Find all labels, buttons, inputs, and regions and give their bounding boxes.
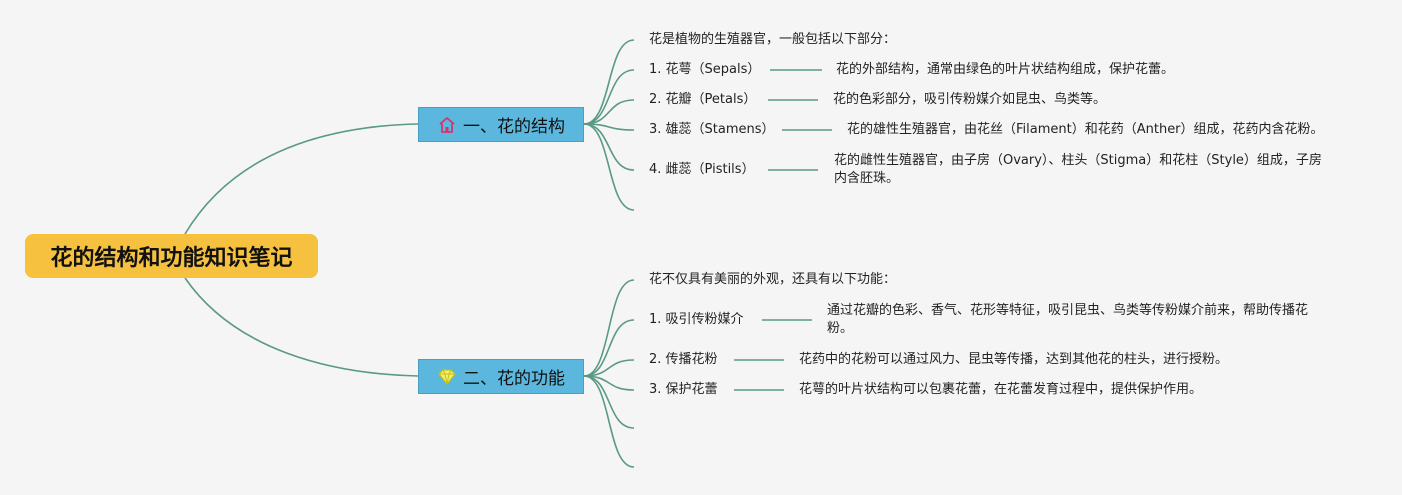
function-desc-protect: 花萼的叶片状结构可以包裹花蕾，在花蕾发育过程中，提供保护作用。 [799, 382, 1203, 397]
function-desc-attract: 通过花瓣的色彩、香气、花形等特征，吸引昆虫、鸟类等传粉媒介前来，帮助传播花粉。 [827, 303, 1309, 336]
connector-b1-item4 [583, 123, 635, 171]
structure-desc-stamens: 花的雄性生殖器官，由花丝（Filament）和花药（Anther）组成，花药内含… [847, 122, 1324, 137]
function-intro: 花不仅具有美丽的外观，还具有以下功能： [649, 272, 897, 287]
connector-b2-intro [583, 279, 635, 377]
structure-intro: 花是植物的生殖器官，一般包括以下部分： [649, 32, 897, 47]
function-item-protect[interactable]: 3. 保护花蕾 [649, 382, 718, 397]
structure-desc-pistils: 花的雌性生殖器官，由子房（Ovary）、柱头（Stigma）和花柱（Style）… [834, 153, 1322, 186]
branch-structure-label: 一、花的结构 [463, 117, 565, 137]
structure-desc-petals: 花的色彩部分，吸引传粉媒介如昆虫、鸟类等。 [833, 92, 1107, 107]
structure-item-petals[interactable]: 2. 花瓣（Petals） [649, 92, 757, 107]
connector-root-branch1 [184, 123, 419, 235]
branch-structure[interactable]: 一、花的结构 [418, 107, 584, 142]
connector-root-branch2 [184, 277, 419, 377]
structure-item-stamens[interactable]: 3. 雄蕊（Stamens） [649, 122, 775, 137]
function-desc-pollen: 花药中的花粉可以通过风力、昆虫等传播，达到其他花的柱头，进行授粉。 [799, 352, 1229, 367]
connector-b1-item3 [583, 123, 635, 131]
connector-b1-item2 [583, 99, 635, 125]
structure-desc-sepals: 花的外部结构，通常由绿色的叶片状结构组成，保护花蕾。 [836, 62, 1175, 77]
branch-function[interactable]: 二、花的功能 [418, 359, 584, 394]
connector-b2-item1 [583, 319, 635, 377]
house-icon [437, 115, 457, 135]
root-topic[interactable]: 花的结构和功能知识笔记 [25, 234, 318, 278]
function-item-pollen[interactable]: 2. 传播花粉 [649, 352, 718, 367]
branch-function-label: 二、花的功能 [463, 369, 565, 389]
function-item-attract[interactable]: 1. 吸引传粉媒介 [649, 312, 744, 327]
connector-b1-item1 [583, 69, 635, 125]
connector-b1-intro [583, 39, 635, 125]
connector-b2-empty1 [583, 375, 635, 429]
connector-b2-empty2 [583, 375, 635, 468]
root-title: 花的结构和功能知识笔记 [50, 246, 293, 271]
structure-item-pistils[interactable]: 4. 雌蕊（Pistils） [649, 162, 755, 177]
diamond-icon [437, 367, 457, 387]
connector-b1-empty [583, 123, 635, 211]
structure-item-sepals[interactable]: 1. 花萼（Sepals） [649, 62, 761, 77]
